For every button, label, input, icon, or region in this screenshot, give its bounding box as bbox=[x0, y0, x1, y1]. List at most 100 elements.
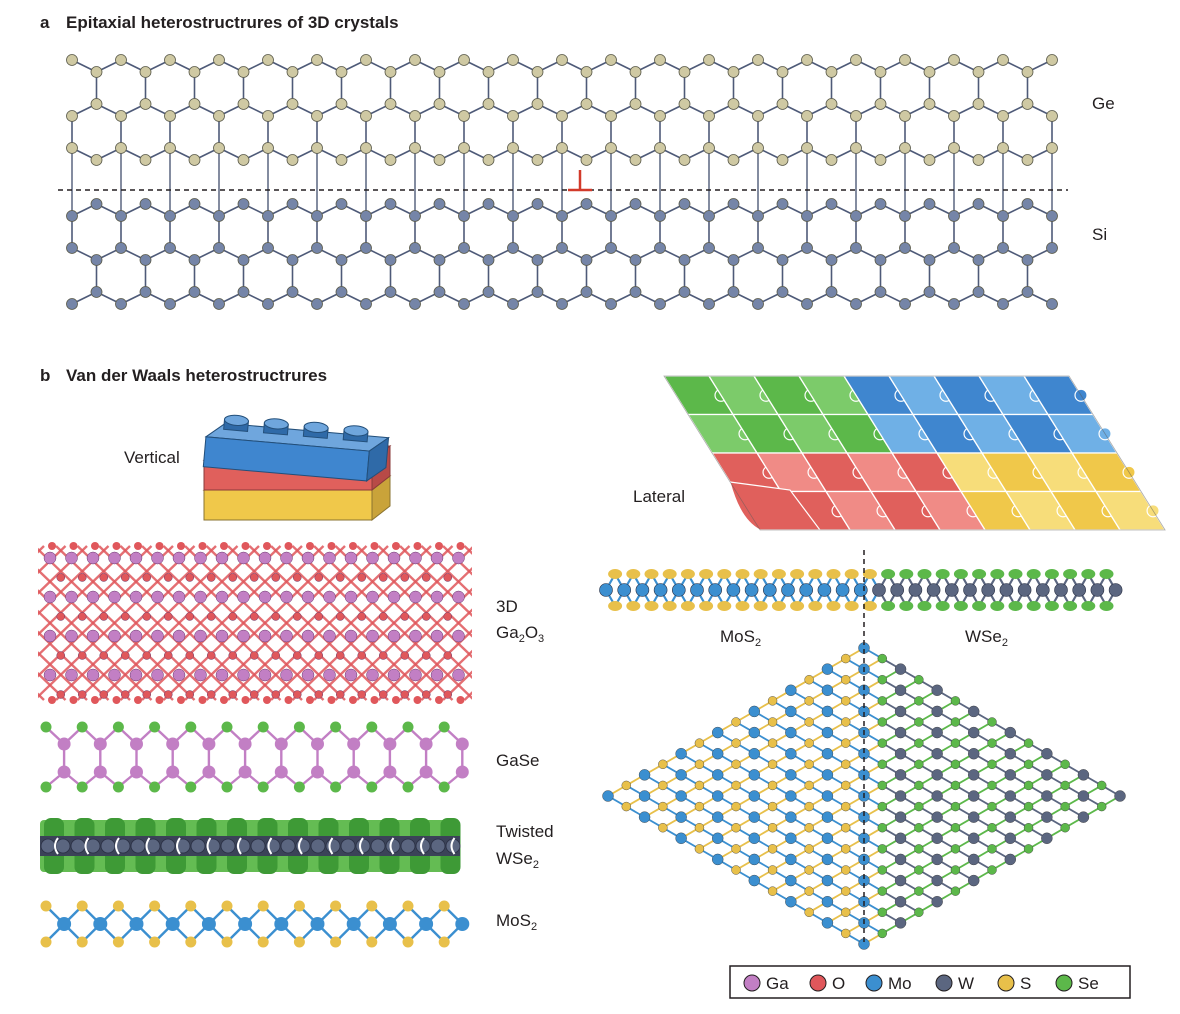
s-atom bbox=[680, 569, 695, 579]
twist-mark bbox=[359, 837, 364, 855]
se-atom bbox=[987, 759, 997, 769]
se-atom bbox=[987, 801, 997, 812]
lattice-atom bbox=[923, 154, 936, 166]
s-atom bbox=[621, 801, 631, 812]
legend-swatch-s bbox=[997, 974, 1015, 992]
ga-atom bbox=[347, 737, 361, 751]
o-atom bbox=[271, 651, 280, 660]
se-atom bbox=[185, 781, 197, 793]
lattice-atom bbox=[507, 110, 519, 122]
w-atom bbox=[894, 705, 907, 718]
w-atom bbox=[894, 896, 907, 908]
mo-atom bbox=[785, 748, 797, 760]
lattice-atom bbox=[776, 154, 789, 166]
lattice-atom bbox=[262, 142, 274, 154]
lattice-atom bbox=[188, 66, 201, 78]
o-atom bbox=[456, 696, 465, 704]
lattice-atom bbox=[90, 98, 103, 110]
lattice-atom bbox=[801, 298, 813, 310]
s-atom bbox=[767, 886, 778, 896]
o-atom bbox=[78, 612, 87, 621]
s-atom bbox=[767, 801, 778, 812]
lattice-atom bbox=[164, 242, 176, 254]
se-atom bbox=[917, 601, 932, 611]
o-atom bbox=[250, 612, 259, 621]
mo-atom bbox=[762, 583, 777, 597]
o-atom bbox=[91, 542, 99, 550]
lattice-atom bbox=[776, 254, 789, 266]
ga-atom bbox=[311, 765, 324, 779]
dislocation-marker bbox=[568, 170, 592, 192]
lattice-atom bbox=[605, 210, 617, 222]
s-atom bbox=[662, 569, 677, 579]
mo-atom bbox=[817, 583, 832, 597]
se-atom bbox=[950, 759, 961, 769]
w-atom bbox=[968, 748, 980, 760]
s-atom bbox=[330, 900, 342, 912]
mo-atom bbox=[201, 917, 216, 931]
lattice-atom bbox=[433, 254, 446, 266]
lattice-atom bbox=[972, 286, 985, 298]
gase-structure bbox=[40, 721, 469, 793]
lattice-atom bbox=[66, 54, 78, 66]
mo-atom bbox=[785, 811, 797, 823]
o-atom bbox=[263, 696, 271, 704]
lattice-atom bbox=[948, 142, 960, 154]
lattice-atom bbox=[923, 254, 936, 266]
w-atom bbox=[999, 583, 1014, 597]
lattice-atom bbox=[1046, 110, 1058, 122]
ga-atom bbox=[430, 668, 444, 682]
se-atom bbox=[185, 721, 197, 733]
se-atom bbox=[1023, 844, 1034, 854]
s-atom bbox=[804, 844, 814, 854]
lattice-atom bbox=[360, 110, 372, 122]
o-atom bbox=[349, 696, 357, 704]
s-atom bbox=[658, 801, 668, 812]
ga-atom bbox=[280, 590, 293, 604]
ga-atom bbox=[215, 551, 229, 565]
ga-atom bbox=[237, 590, 250, 604]
se-atom bbox=[990, 569, 1005, 579]
lattice-atom bbox=[629, 286, 642, 298]
lattice-atom bbox=[972, 66, 985, 78]
lattice-atom bbox=[948, 298, 960, 310]
ga-atom bbox=[452, 668, 465, 682]
mo-atom bbox=[821, 748, 834, 760]
w-atom bbox=[926, 583, 941, 597]
ga-atom bbox=[280, 629, 293, 643]
s-atom bbox=[862, 569, 877, 579]
o-atom bbox=[99, 573, 108, 582]
ga-atom bbox=[172, 551, 186, 565]
lattice-atom bbox=[531, 254, 544, 266]
lattice-atom bbox=[654, 142, 666, 154]
w-atom bbox=[1090, 583, 1105, 597]
lattice-atom bbox=[654, 298, 666, 310]
o-atom bbox=[207, 612, 216, 621]
lattice-atom bbox=[678, 154, 691, 166]
lattice-atom bbox=[384, 154, 397, 166]
s-atom bbox=[753, 601, 768, 611]
w-atom bbox=[1108, 583, 1123, 597]
twist-mark bbox=[145, 837, 151, 855]
lattice-atom bbox=[458, 210, 470, 222]
lattice-atom bbox=[458, 142, 470, 154]
lattice-atom bbox=[727, 154, 740, 166]
mo-atom bbox=[799, 583, 814, 597]
o-atom bbox=[357, 612, 366, 621]
w-atom bbox=[894, 790, 907, 802]
o-atom bbox=[164, 651, 173, 660]
se-atom bbox=[950, 865, 961, 875]
se-atom bbox=[366, 721, 378, 733]
lattice-atom bbox=[629, 254, 642, 266]
se-atom bbox=[972, 569, 987, 579]
o-atom bbox=[293, 690, 302, 699]
o-atom bbox=[293, 612, 302, 621]
se-atom bbox=[1008, 601, 1023, 611]
o-atom bbox=[198, 542, 207, 550]
w-atom bbox=[310, 838, 326, 854]
brick-stud-top bbox=[303, 421, 329, 433]
se-atom bbox=[1099, 601, 1114, 611]
lattice-atom bbox=[801, 142, 813, 154]
o-atom bbox=[370, 696, 379, 704]
